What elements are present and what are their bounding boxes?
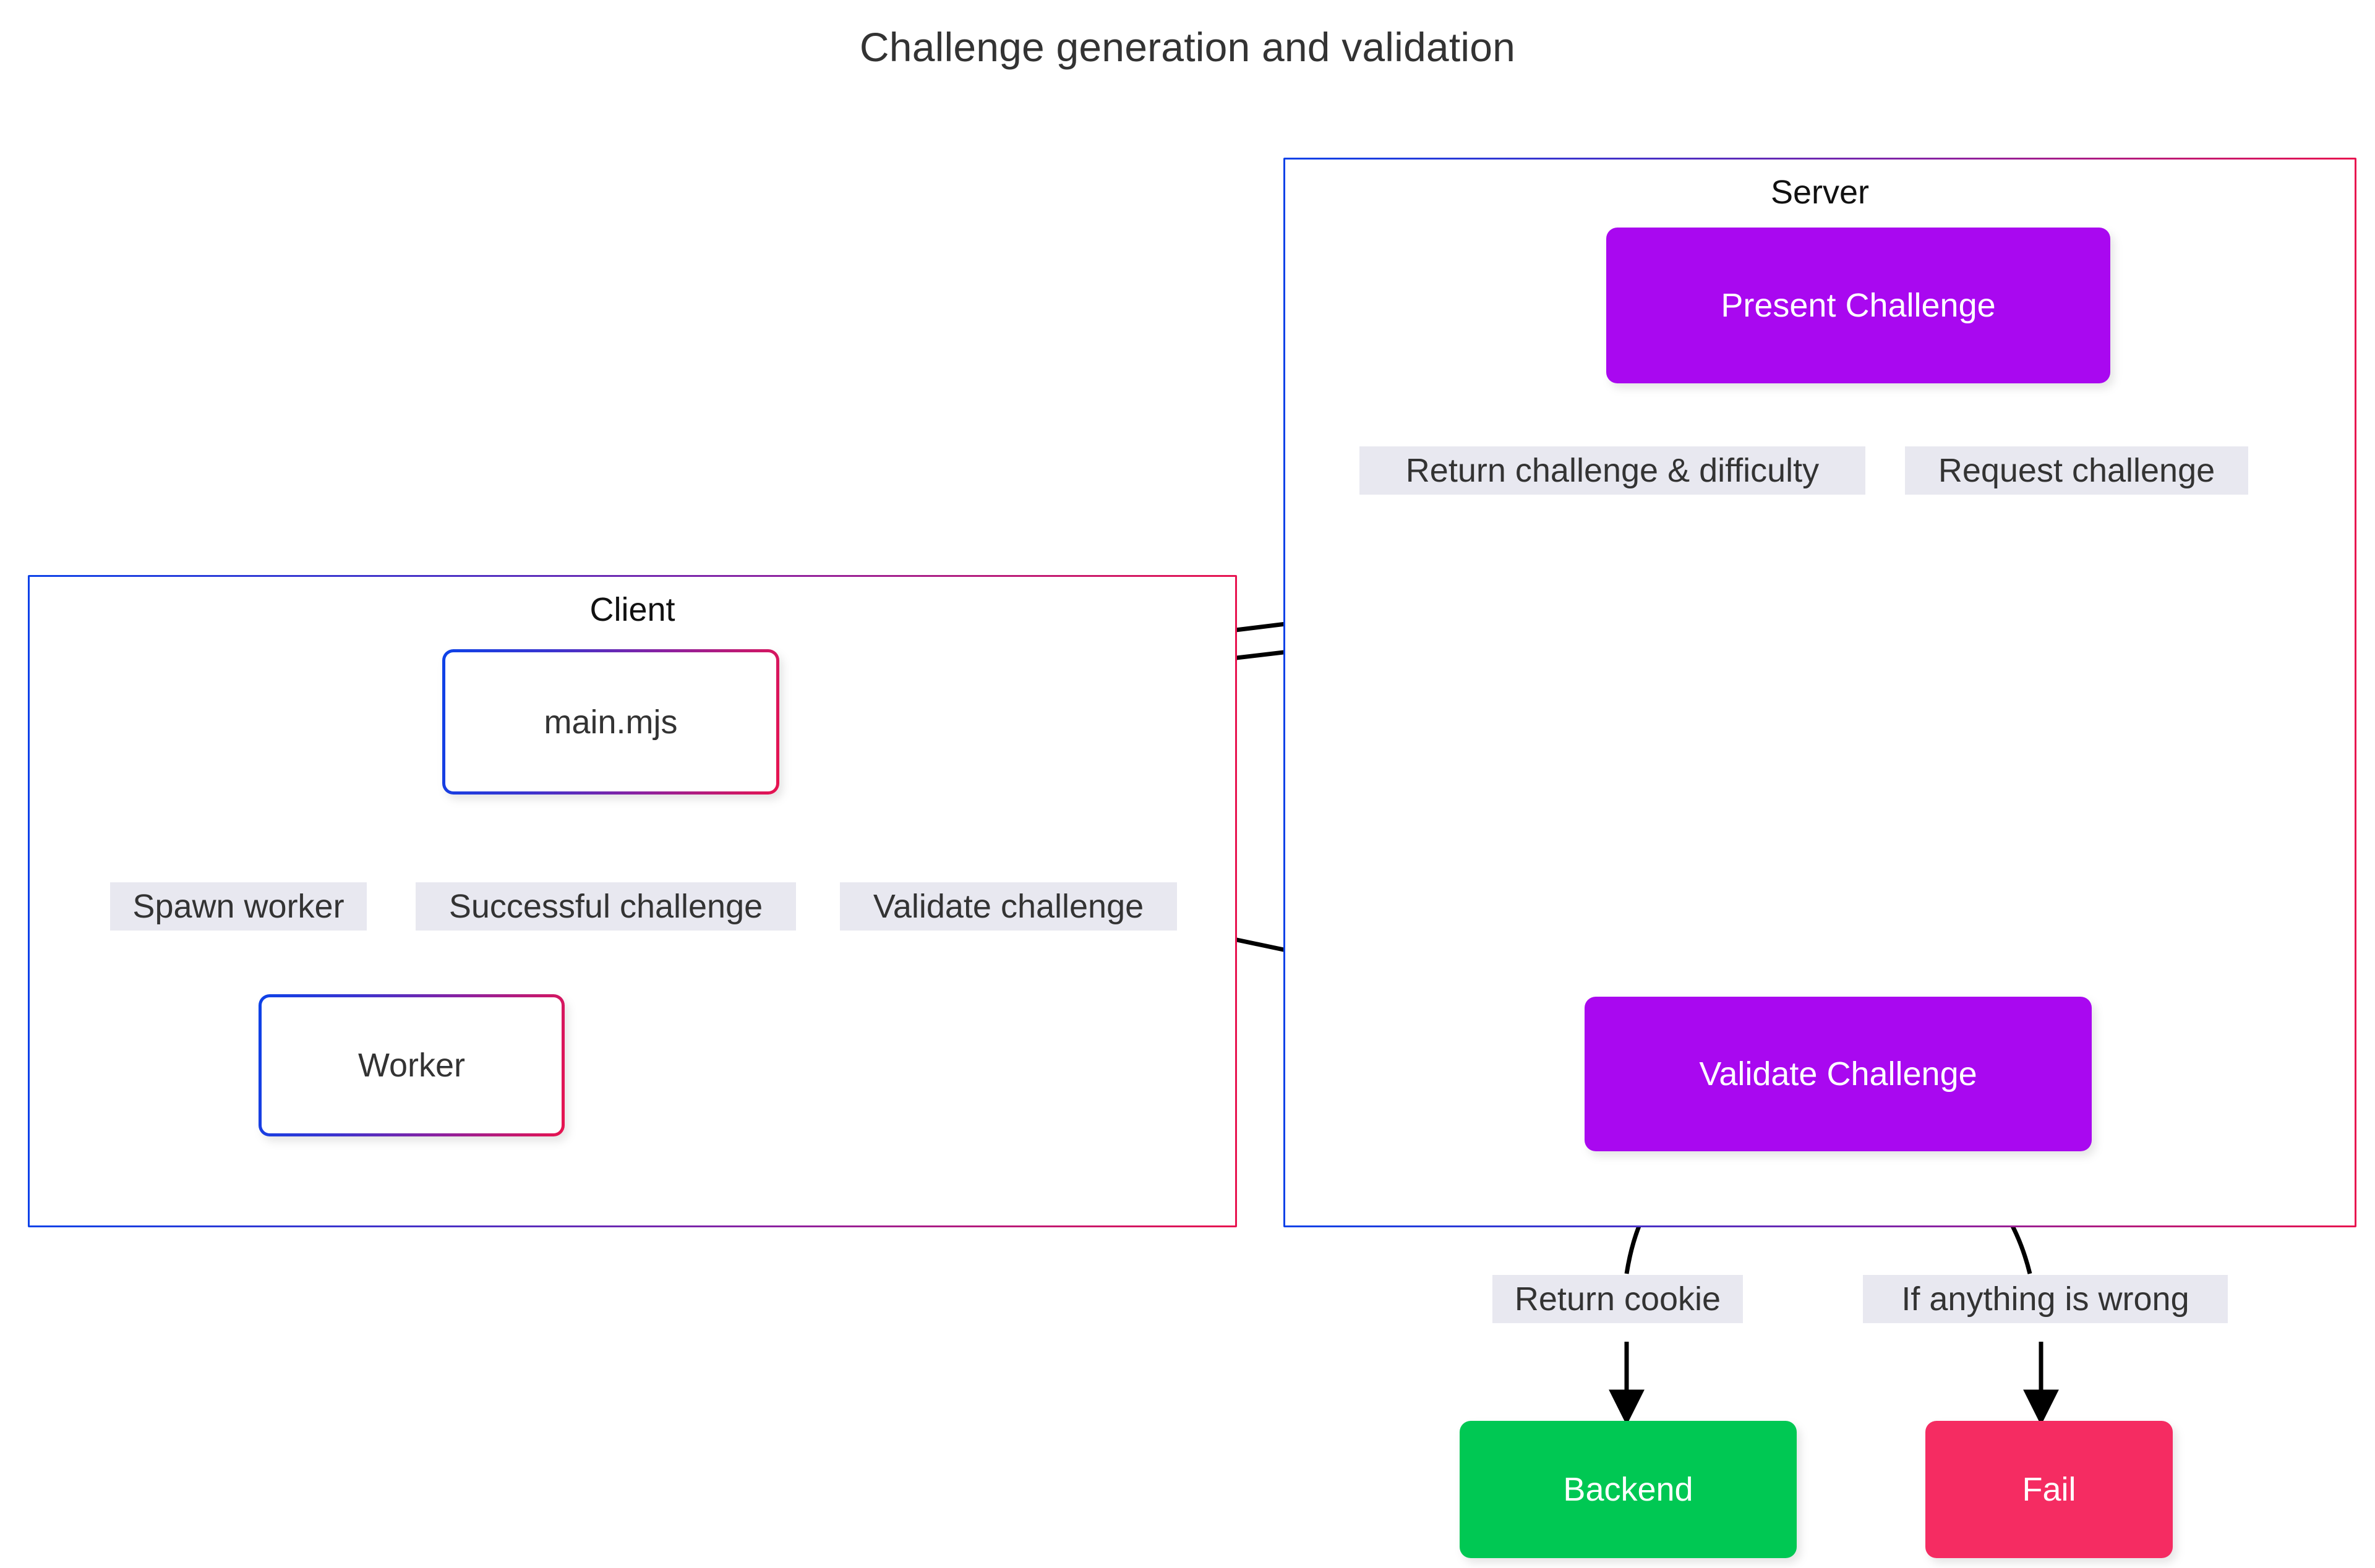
edge-label-successful-challenge: Successful challenge <box>416 882 796 931</box>
node-worker-label: Worker <box>357 1047 466 1084</box>
edge-label-validate-challenge-text: Validate challenge <box>873 888 1144 925</box>
edge-label-successful-challenge-text: Successful challenge <box>448 888 763 925</box>
edge-label-spawn-worker: Spawn worker <box>110 882 367 931</box>
node-worker[interactable]: Worker <box>259 994 565 1136</box>
edge-label-return-challenge-text: Return challenge & difficulty <box>1405 452 1820 489</box>
edge-label-if-wrong: If anything is wrong <box>1863 1275 2228 1323</box>
edge-label-request-challenge: Request challenge <box>1905 446 2248 495</box>
node-main-mjs-label: main.mjs <box>544 703 678 741</box>
edge-label-return-challenge: Return challenge & difficulty <box>1359 446 1865 495</box>
node-fail-label: Fail <box>2022 1471 2076 1508</box>
node-main-mjs[interactable]: main.mjs <box>442 649 779 795</box>
edge-label-request-challenge-text: Request challenge <box>1938 452 2215 489</box>
cluster-server-label: Server <box>1770 174 1870 211</box>
cluster-client-label: Client <box>589 591 675 628</box>
edge-label-return-cookie-text: Return cookie <box>1514 1280 1721 1318</box>
node-present-challenge[interactable]: Present Challenge <box>1606 228 2110 383</box>
node-backend[interactable]: Backend <box>1460 1421 1797 1558</box>
edge-label-return-cookie: Return cookie <box>1492 1275 1743 1323</box>
node-backend-label: Backend <box>1563 1471 1693 1508</box>
node-fail[interactable]: Fail <box>1925 1421 2173 1558</box>
edge-label-spawn-worker-text: Spawn worker <box>132 888 344 925</box>
node-validate-challenge[interactable]: Validate Challenge <box>1585 997 2092 1151</box>
node-validate-challenge-label: Validate Challenge <box>1699 1055 1977 1093</box>
edge-label-validate-challenge: Validate challenge <box>840 882 1177 931</box>
node-present-challenge-label: Present Challenge <box>1721 287 1996 324</box>
page-title: Challenge generation and validation <box>859 24 1516 70</box>
edge-label-if-wrong-text: If anything is wrong <box>1901 1280 2189 1318</box>
